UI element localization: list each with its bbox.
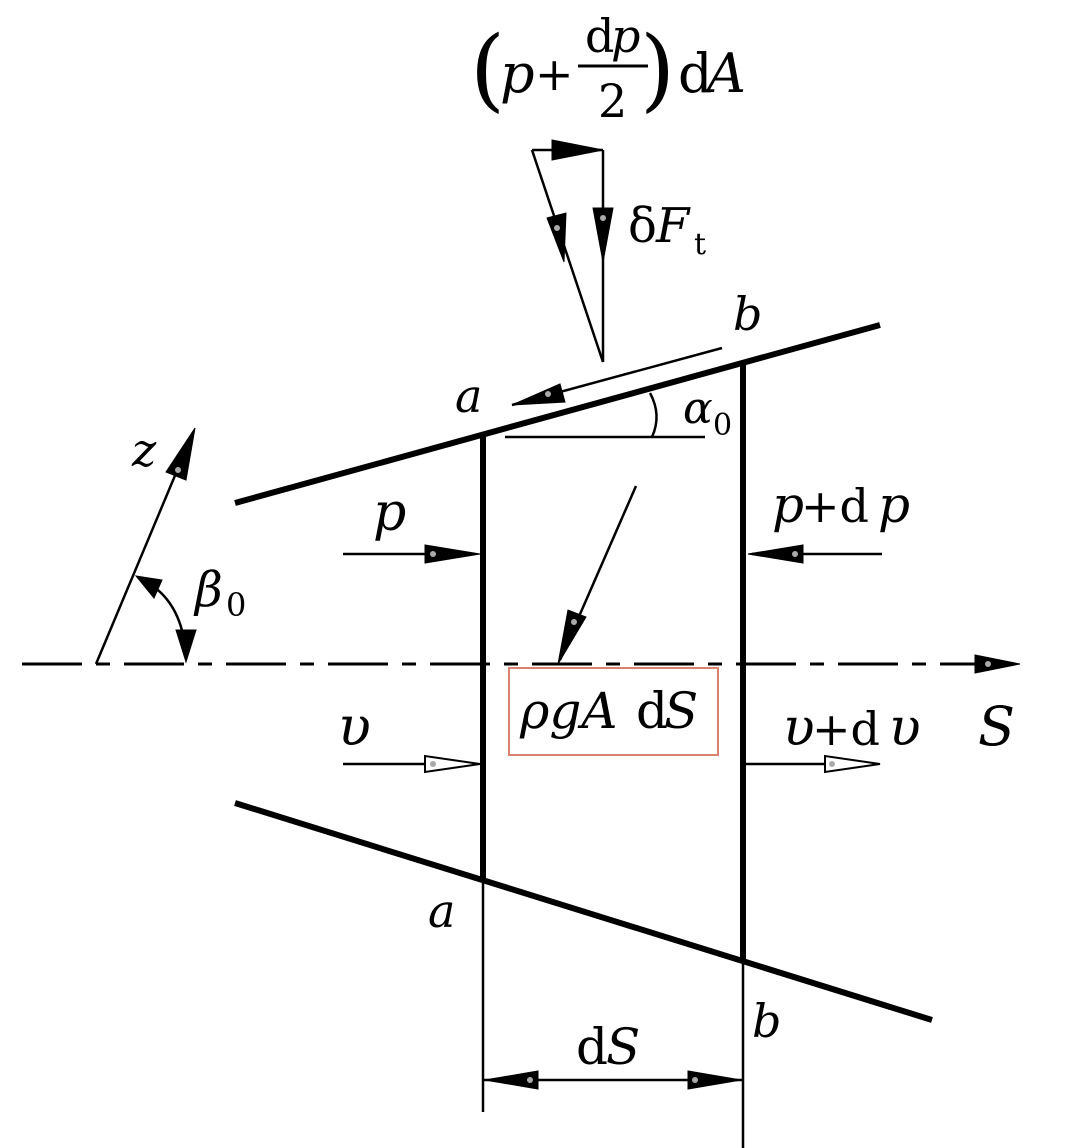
svg-text:d: d — [576, 1018, 608, 1076]
beta-label: β — [193, 562, 223, 618]
pressure-right-arrowhead — [747, 544, 804, 564]
label-b-bottom: b — [752, 994, 781, 1048]
label-a-bottom: a — [428, 884, 455, 938]
wall-shear-arrowhead — [511, 383, 566, 406]
label-a-top: a — [455, 369, 482, 423]
resultant-arrowhead — [546, 212, 567, 263]
formula-den: 2 — [598, 74, 627, 128]
svg-text:ρgA: ρgA — [519, 682, 618, 740]
weight-label-box — [508, 667, 719, 756]
svg-text:p: p — [878, 476, 910, 534]
ds-arrowhead-left — [484, 1070, 539, 1090]
lower-wall-line — [234, 800, 933, 1023]
tangential-arrowhead — [551, 139, 604, 161]
formula-dA-d: d — [678, 42, 713, 105]
velocity-left-label: υ — [338, 695, 371, 758]
svg-text:d: d — [636, 682, 668, 740]
weight-arrowhead — [557, 609, 587, 665]
beta-subscript: 0 — [226, 586, 246, 624]
pressure-force-formula: ( p + d p 2 ) d A — [470, 9, 746, 128]
label-b-top: b — [733, 287, 762, 341]
svg-text:S: S — [664, 682, 698, 740]
formula-num-p: p — [611, 9, 640, 63]
pressure-right-label: p +d p — [772, 476, 910, 534]
svg-text:p: p — [772, 476, 804, 534]
s-axis-label: S — [978, 695, 1015, 758]
formula-rparen: ) — [640, 17, 675, 122]
formula-plus: + — [535, 47, 574, 101]
z-axis-arrowhead — [165, 427, 196, 481]
ds-arrowhead-right — [687, 1070, 742, 1090]
upper-wall-line — [234, 322, 881, 506]
velocity-right-label: υ +d υ — [783, 698, 921, 758]
s-axis-arrowhead — [974, 654, 1021, 674]
delta-symbol: δ — [628, 198, 657, 254]
formula-lparen: ( — [470, 17, 505, 122]
beta-arrowhead-top — [134, 575, 163, 599]
pressure-left-label: p — [373, 483, 406, 543]
force-triangle — [530, 139, 614, 363]
svg-text:υ: υ — [889, 698, 921, 758]
svg-text:S: S — [606, 1018, 640, 1076]
alpha-subscript: 0 — [713, 408, 732, 443]
svg-text:+d: +d — [812, 702, 880, 756]
formula-num-d: d — [585, 9, 614, 63]
ds-label: d S — [576, 1018, 640, 1076]
svg-text:υ: υ — [783, 698, 815, 758]
weight-label: ρgA d S — [519, 682, 698, 740]
alpha-angle-arc — [648, 392, 658, 438]
velocity-left-arrowhead — [424, 754, 481, 774]
resultant-force-line — [530, 149, 605, 363]
formula-p: p — [500, 42, 535, 105]
svg-text:+d: +d — [801, 479, 869, 533]
pressure-left-arrowhead — [424, 544, 481, 564]
alpha-label: α — [683, 383, 713, 434]
z-label: z — [131, 423, 157, 477]
force-F: F — [655, 198, 691, 254]
beta-arrowhead-bottom — [175, 629, 197, 664]
normal-arrowhead — [592, 207, 614, 263]
formula-dA-A: A — [702, 42, 746, 105]
force-subscript-t: t — [694, 227, 706, 262]
delta-F-t-label: δ F t — [628, 198, 706, 262]
velocity-right-arrowhead — [824, 754, 881, 774]
